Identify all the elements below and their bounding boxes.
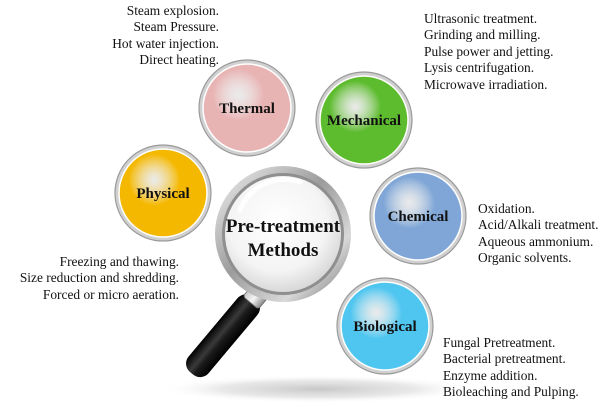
ground-shadow (158, 375, 478, 403)
list-item: Forced or micro aeration. (42, 286, 179, 302)
list-item: Steam explosion. (126, 3, 219, 18)
list-item: Bacterial pretreatment. (443, 351, 566, 367)
list-item: Microwave irradiation. (424, 76, 548, 92)
thermal-methods-list: Steam explosion. Steam Pressure. Hot wat… (112, 3, 219, 69)
physical-node: Physical (114, 144, 212, 242)
list-item: Oxidation. (478, 201, 535, 216)
thermal-label: Thermal (219, 101, 275, 117)
thermal-node: Thermal (198, 59, 296, 157)
biological-circle (340, 281, 430, 371)
list-item: Steam Pressure. (133, 19, 219, 35)
list-item: Grinding and milling. (424, 27, 541, 43)
physical-methods-list: Freezing and thawing. Size reduction and… (20, 254, 179, 303)
biological-methods-list: Fungal Pretreatment. Bacterial pretreatm… (443, 335, 579, 401)
magnifier-handle (186, 294, 260, 378)
mechanical-methods-list: Ultrasonic treatment. Grinding and milli… (424, 11, 553, 93)
biological-node: Biological (336, 277, 434, 375)
list-item: Freezing and thawing. (59, 254, 179, 269)
list-item: Size reduction and shredding. (19, 270, 179, 286)
category-circles: ThermalMechanicalPhysicalChemicalBiologi… (114, 59, 467, 375)
list-item: Pulse power and jetting. (424, 43, 554, 59)
list-item: Lysis centrifugation. (424, 60, 535, 76)
center-title-line1: Pre-treatment (226, 216, 341, 237)
list-item: Hot water injection. (112, 35, 219, 51)
list-item: Ultrasonic treatment. (424, 11, 538, 26)
list-item: Fungal Pretreatment. (443, 335, 556, 350)
center-title-line2: Methods (248, 240, 319, 261)
physical-circle (118, 148, 208, 238)
chemical-methods-list: Oxidation. Acid/Alkali treatment. Aqueou… (478, 201, 598, 267)
list-item: Direct heating. (139, 52, 219, 68)
list-item: Enzyme addition. (443, 367, 538, 383)
chemical-circle (373, 171, 463, 261)
mechanical-circle (319, 75, 409, 165)
list-item: Organic solvents. (478, 250, 572, 266)
mechanical-label: Mechanical (327, 113, 401, 129)
list-item: Aqueous ammonium. (478, 233, 594, 249)
chemical-node: Chemical (369, 167, 467, 265)
mechanical-node: Mechanical (315, 71, 413, 169)
lens-highlight (237, 177, 303, 213)
chemical-label: Chemical (388, 209, 449, 225)
physical-label: Physical (136, 186, 189, 202)
list-item: Bioleaching and Pulping. (443, 384, 579, 400)
biological-label: Biological (353, 319, 416, 335)
magnifier-lens (225, 176, 341, 292)
magnifying-glass-icon (186, 166, 351, 378)
list-item: Acid/Alkali treatment. (478, 217, 599, 233)
thermal-circle (202, 63, 292, 153)
